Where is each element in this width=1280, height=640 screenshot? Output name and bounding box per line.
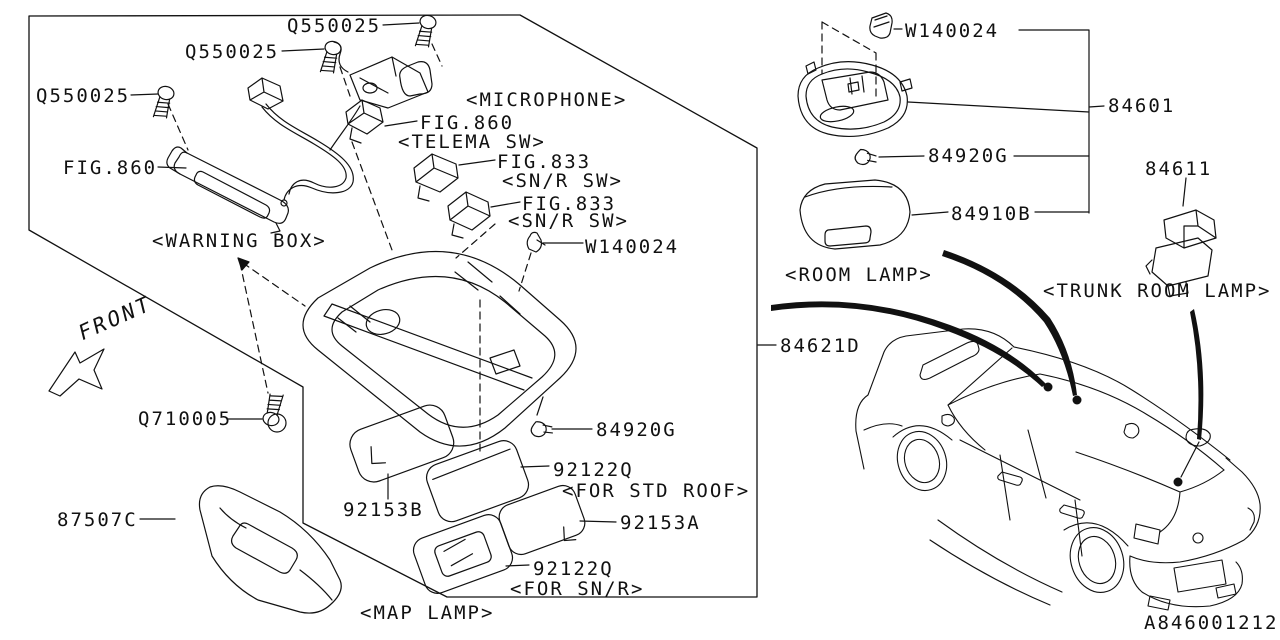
label-w140024-right: W140024 xyxy=(905,20,1000,42)
telema-switch-drawing xyxy=(345,99,384,144)
label-w140024-left: W140024 xyxy=(585,236,680,258)
label-q550025-top: Q550025 xyxy=(287,15,382,37)
label-trunk-room-lamp: <TRUNK ROOM LAMP> xyxy=(1043,280,1272,302)
label-92153a: 92153A xyxy=(620,512,701,534)
bracket-lines-room-lamp xyxy=(878,28,1105,216)
label-microphone: <MICROPHONE> xyxy=(466,89,628,111)
label-map-lamp: <MAP LAMP> xyxy=(360,602,495,624)
clip-w140024-left xyxy=(526,231,546,253)
label-92122q-snr: 92122Q xyxy=(533,558,614,580)
screw-q550025-left xyxy=(151,84,176,121)
label-84920g-right: 84920G xyxy=(928,145,1009,167)
room-lamp-lens-84910b xyxy=(799,179,911,250)
label-diagram-code: A846001212 xyxy=(1144,612,1279,634)
room-lamp-housing-84601 xyxy=(797,61,913,138)
label-snr-sw-a: <SN/R SW> xyxy=(502,170,623,192)
label-room-lamp: <ROOM LAMP> xyxy=(785,264,933,286)
leader-lines xyxy=(130,22,777,567)
trunk-lamp-84611-drawing xyxy=(1145,177,1217,297)
swoosh-tip-line xyxy=(1180,441,1200,478)
lens-92122q-snr-drawing xyxy=(412,514,514,594)
trim-87507c-drawing xyxy=(198,485,342,614)
label-84920g-left: 84920G xyxy=(596,419,677,441)
snr-switch-a-drawing xyxy=(413,153,459,202)
warning-box-drawing xyxy=(166,146,289,234)
label-87507c: 87507C xyxy=(57,509,138,531)
snr-switch-b-drawing xyxy=(447,191,491,239)
overhead-console-drawing xyxy=(302,250,577,447)
label-84621d: 84621D xyxy=(780,335,861,357)
lens-92153b-drawing xyxy=(349,404,455,483)
room-lamp-plug-w140024 xyxy=(869,12,893,39)
label-warning-box: <WARNING BOX> xyxy=(152,230,327,252)
microphone-drawing xyxy=(333,41,433,109)
label-fig833-a: FIG.833 xyxy=(497,151,592,173)
label-84910b: 84910B xyxy=(951,203,1032,225)
label-telema-sw: <TELEMA SW> xyxy=(398,131,546,153)
screw-q710005 xyxy=(261,391,287,433)
label-for-std-roof: <FOR STD ROOF> xyxy=(562,480,751,502)
label-fig833-b: FIG.833 xyxy=(522,193,617,215)
label-for-snr: <FOR SN/R> xyxy=(510,578,645,600)
dashed-lines xyxy=(167,21,877,452)
border-frame xyxy=(28,14,758,598)
label-snr-sw-b: <SN/R SW> xyxy=(508,210,629,232)
label-84611: 84611 xyxy=(1145,158,1213,180)
bulb-84920g-left xyxy=(528,417,555,439)
label-fig860-telema: FIG.860 xyxy=(420,112,515,134)
label-fig860-warning: FIG.860 xyxy=(63,157,158,179)
label-92122q-std: 92122Q xyxy=(553,459,634,481)
front-arrow xyxy=(48,348,105,397)
label-84601: 84601 xyxy=(1108,95,1176,117)
harness-connector-drawing xyxy=(247,77,361,207)
pointer-swooshes xyxy=(771,250,1204,487)
label-q710005: Q710005 xyxy=(138,408,233,430)
bulb-84920g-right xyxy=(853,146,878,167)
label-q550025-mid: Q550025 xyxy=(185,41,280,63)
label-92153b: 92153B xyxy=(343,499,424,521)
screw-q550025-top xyxy=(413,13,438,50)
label-q550025-left: Q550025 xyxy=(36,85,131,107)
warning-box-pointer-arrowhead xyxy=(237,257,250,271)
lens-92122q-std-drawing xyxy=(425,440,530,523)
